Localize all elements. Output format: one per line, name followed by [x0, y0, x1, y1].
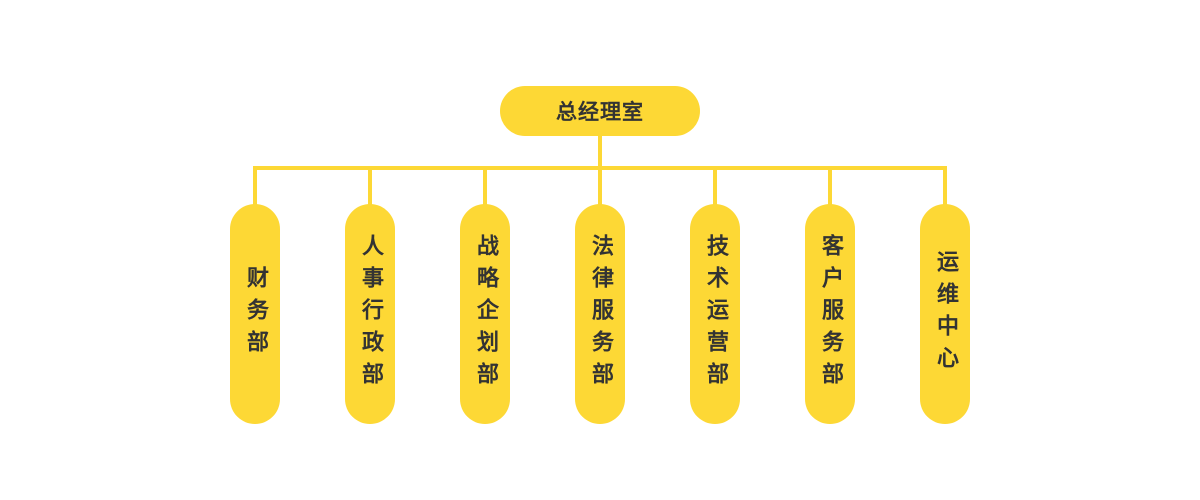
dept-node-customer-service: 客户服务部	[805, 204, 855, 424]
root-node-label: 总经理室	[556, 100, 644, 124]
dept-node-label: 财务部	[243, 266, 268, 362]
branch-line-1	[253, 166, 257, 206]
branch-line-3	[483, 166, 487, 206]
root-node-general-manager-office: 总经理室	[500, 86, 700, 136]
dept-node-label: 战略企划部	[473, 234, 498, 394]
branch-line-7	[943, 166, 947, 206]
dept-node-label: 客户服务部	[818, 234, 843, 394]
dept-node-legal: 法律服务部	[575, 204, 625, 424]
dept-node-tech-ops: 技术运营部	[690, 204, 740, 424]
dept-node-strategy: 战略企划部	[460, 204, 510, 424]
root-stem-line	[598, 136, 602, 168]
branch-line-4	[598, 166, 602, 206]
dept-node-finance: 财务部	[230, 204, 280, 424]
dept-node-label: 法律服务部	[588, 234, 613, 394]
branch-line-5	[713, 166, 717, 206]
dept-node-label: 人事行政部	[358, 234, 383, 394]
branch-line-6	[828, 166, 832, 206]
branch-line-2	[368, 166, 372, 206]
dept-node-hr-admin: 人事行政部	[345, 204, 395, 424]
dept-node-label: 技术运营部	[703, 234, 728, 394]
dept-node-label: 运维中心	[933, 250, 958, 378]
dept-node-ops-center: 运维中心	[920, 204, 970, 424]
